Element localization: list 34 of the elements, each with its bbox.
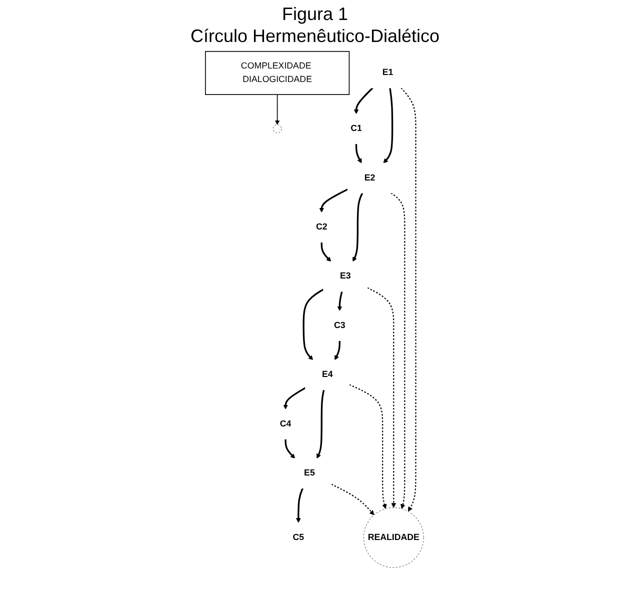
arrow [284,387,306,410]
arrow [335,340,341,360]
node-circle [273,124,282,134]
arrow [285,439,296,459]
arrow [338,291,344,312]
node-text: C1 [351,124,362,134]
node-text: C5 [293,532,305,542]
arrow [353,192,364,262]
node-circle: REALIDADE [364,508,424,568]
figure-number: Figura 1 [282,4,348,26]
node-text: C2 [316,222,328,232]
arrow [275,94,280,126]
arrow [320,188,349,213]
arrow [356,144,362,164]
node-text: C3 [334,320,346,330]
arrow [321,242,332,262]
arrow [391,192,406,510]
node-text: E1 [382,68,394,78]
node-text: E3 [340,272,352,282]
arrow [350,384,388,510]
node-box: COMPLEXIDADE DIALOGICIDADE [206,51,350,96]
arrow [317,390,326,459]
arrow [354,88,374,114]
node-text: E5 [304,468,316,478]
arrow [368,287,397,508]
arrow [401,88,417,512]
arrow [296,488,304,524]
node-text: E4 [322,370,334,380]
arrow [332,484,375,516]
diagram-title: Círculo Hermenêutico-Dialético [190,26,440,48]
arrow [303,288,324,360]
node-text: C4 [280,419,292,429]
node-text: E2 [364,173,376,183]
arrow [384,88,394,164]
